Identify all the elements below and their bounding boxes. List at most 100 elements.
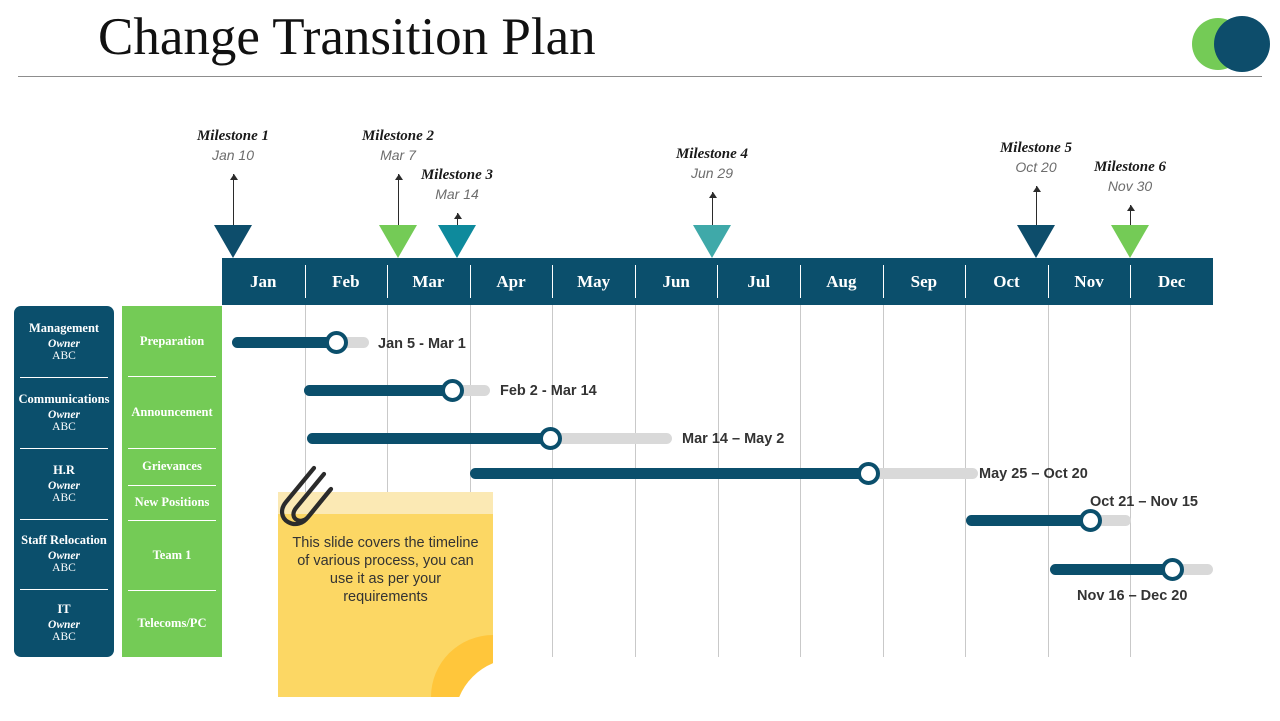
- gridline: [883, 305, 884, 657]
- gantt-bar-label: Feb 2 - Mar 14: [500, 383, 597, 399]
- month-cell-jun: Jun: [634, 258, 718, 305]
- task-row[interactable]: New Positions: [122, 485, 222, 520]
- milestone-stem: [233, 174, 234, 249]
- milestone-marker-triangle-icon[interactable]: [1017, 225, 1055, 258]
- gantt-bar[interactable]: [470, 462, 978, 485]
- milestone-name: Milestone 4: [675, 146, 749, 162]
- milestone-date: Jan 10: [211, 147, 255, 163]
- month-cell-apr: Apr: [469, 258, 553, 305]
- milestone-marker-triangle-icon[interactable]: [1111, 225, 1149, 258]
- milestone-3[interactable]: Milestone 3 Mar 14: [377, 167, 537, 202]
- gridline: [470, 305, 471, 657]
- gridline: [552, 305, 553, 657]
- department-owner-value: ABC: [52, 491, 76, 504]
- gantt-bar[interactable]: [1050, 558, 1213, 581]
- milestone-date: Jun 29: [690, 165, 734, 181]
- milestone-name: Milestone 1: [196, 128, 270, 144]
- gantt-bar-fill: [966, 515, 1090, 526]
- task-row[interactable]: Team 1: [122, 520, 222, 590]
- month-cell-jul: Jul: [717, 258, 800, 305]
- task-row[interactable]: Grievances: [122, 448, 222, 485]
- gantt-bar-label: Mar 14 – May 2: [682, 431, 785, 447]
- gantt-bar-label: May 25 – Oct 20: [979, 466, 1088, 482]
- gantt-bar-fill: [304, 385, 452, 396]
- department-name: Communications: [18, 391, 110, 406]
- milestone-date: Mar 14: [435, 186, 479, 202]
- title-divider: [18, 76, 1262, 77]
- milestone-name: Milestone 5: [999, 140, 1073, 156]
- gantt-bar-handle[interactable]: [538, 427, 562, 450]
- logo-blue-circle-icon: [1214, 16, 1270, 72]
- gantt-bar[interactable]: [232, 331, 369, 354]
- gantt-bar-fill: [232, 337, 336, 348]
- department-name: IT: [57, 602, 71, 616]
- gridline: [1130, 305, 1131, 657]
- month-cell-may: May: [552, 258, 635, 305]
- gridline: [965, 305, 966, 657]
- sticky-note[interactable]: This slide covers the timeline of variou…: [278, 465, 517, 721]
- milestone-date: Mar 7: [380, 147, 416, 163]
- milestone-stem: [712, 192, 713, 249]
- gridline: [718, 305, 719, 657]
- gantt-bar-handle[interactable]: [324, 331, 348, 354]
- department-owner-value: ABC: [52, 349, 76, 362]
- department-owner-value: ABC: [52, 562, 76, 574]
- gantt-bar-label: Oct 21 – Nov 15: [1090, 494, 1198, 510]
- department-name: H.R: [53, 462, 75, 477]
- milestone-name: Milestone 6: [1093, 159, 1167, 175]
- task-row[interactable]: Announcement: [122, 376, 222, 448]
- milestone-arrowhead-icon: [394, 174, 403, 180]
- month-cell-aug: Aug: [800, 258, 883, 305]
- gridline: [1048, 305, 1049, 657]
- department-name: Management: [28, 320, 100, 335]
- month-cell-feb: Feb: [304, 258, 388, 305]
- gantt-bar[interactable]: [307, 427, 672, 450]
- milestone-marker-triangle-icon[interactable]: [379, 225, 417, 258]
- month-cell-jan: Jan: [250, 271, 277, 291]
- milestone-marker-triangle-icon[interactable]: [438, 225, 476, 258]
- milestone-arrowhead-icon: [229, 174, 238, 180]
- month-cell-sep: Sep: [882, 258, 966, 305]
- department-owner-value: ABC: [52, 420, 76, 433]
- milestone-marker-triangle-icon[interactable]: [693, 225, 731, 258]
- gridline: [387, 305, 388, 657]
- gantt-bar-fill: [1050, 564, 1172, 575]
- task-row[interactable]: Preparation: [139, 333, 205, 348]
- month-cell-dec: Dec: [1130, 258, 1213, 305]
- gantt-bar-handle[interactable]: [1078, 509, 1102, 532]
- brand-logo: [1192, 16, 1272, 72]
- milestone-arrowhead-icon: [1126, 205, 1135, 211]
- task-row[interactable]: Telecoms/PC: [122, 590, 222, 657]
- department-owner-label: Owner: [48, 408, 80, 421]
- milestone-name: Milestone 3: [420, 167, 494, 183]
- gantt-bar-label: Nov 16 – Dec 20: [1077, 588, 1188, 604]
- gridline: [635, 305, 636, 657]
- gridline: [800, 305, 801, 657]
- sticky-note-text: This slide covers the timeline of variou…: [292, 535, 479, 605]
- gantt-bar[interactable]: [304, 379, 490, 402]
- gantt-bar-handle[interactable]: [440, 379, 464, 402]
- month-cell-mar: Mar: [387, 258, 470, 305]
- milestone-1[interactable]: Milestone 1 Jan 10: [153, 128, 313, 163]
- milestone-arrowhead-icon: [453, 213, 462, 219]
- milestone-4[interactable]: Milestone 4 Jun 29: [632, 146, 792, 181]
- paperclip-icon: [280, 465, 334, 527]
- milestone-marker-triangle-icon[interactable]: [214, 225, 252, 258]
- milestone-stem: [398, 174, 399, 249]
- gantt-bar-handle[interactable]: [1160, 558, 1184, 581]
- milestone-stem: [1036, 186, 1037, 249]
- gantt-bar[interactable]: [966, 509, 1131, 532]
- gantt-bar-handle[interactable]: [856, 462, 880, 485]
